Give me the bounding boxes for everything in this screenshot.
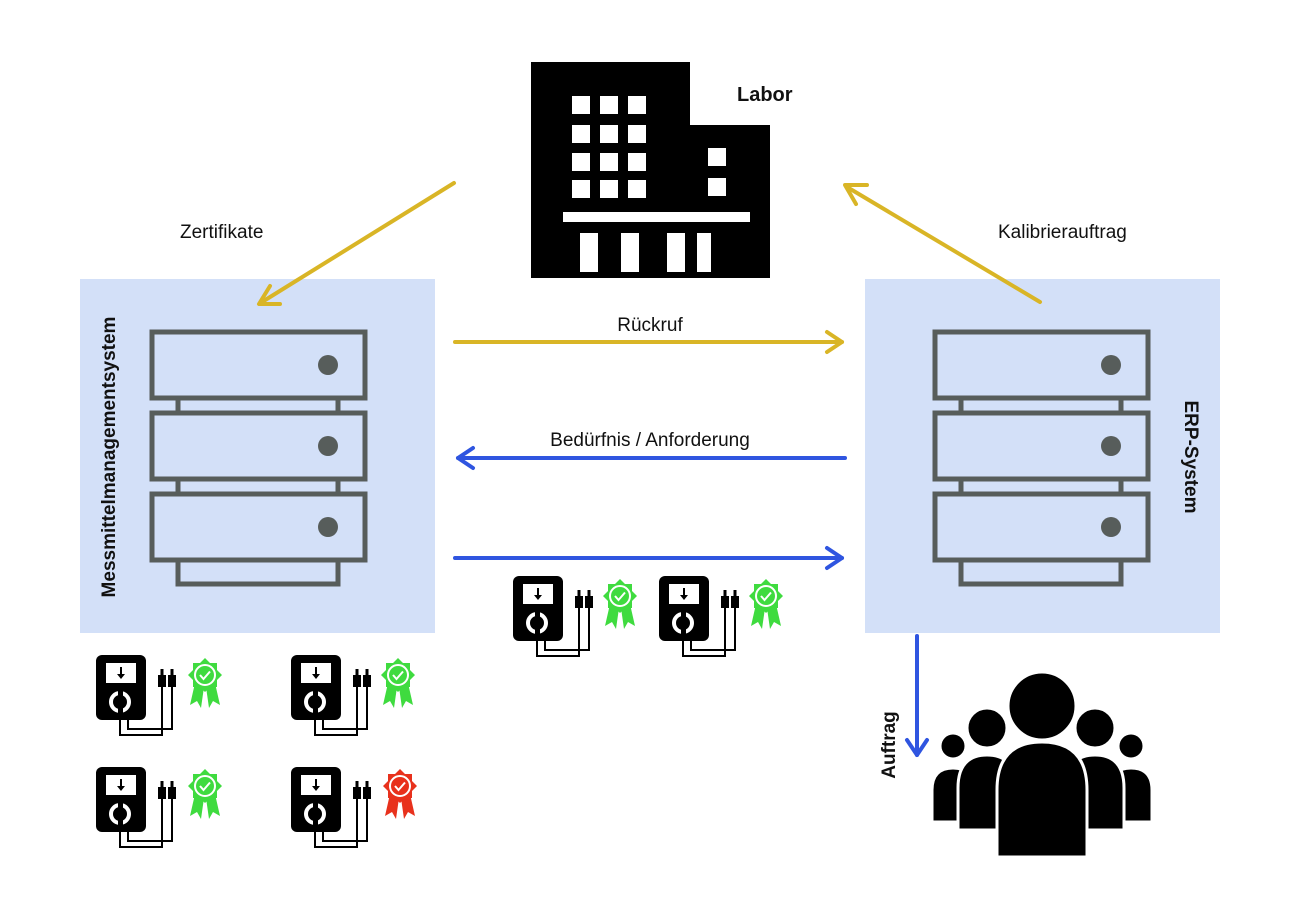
labor-label: Labor [737,84,793,106]
rueckruf-arrow [453,330,844,354]
mms-badge-2-icon [380,657,416,709]
mms-meter-3-icon [94,765,178,849]
transfer-badge-1-icon [602,578,638,630]
mms-badge-3-icon [187,768,223,820]
mms-meter-1-icon [94,653,178,737]
auftrag-arrow [905,634,929,757]
beduerfnis-arrow [456,446,847,470]
transfer-arrow [453,546,844,570]
rueckruf-label: Rückruf [617,315,683,336]
people-group-icon [930,670,1154,859]
building-icon [531,62,770,278]
mms-meter-2-icon [289,653,373,737]
transfer-meter-1-icon [511,574,595,658]
zertifikate-label: Zertifikate [180,222,263,243]
mms-badge-1-icon [187,657,223,709]
zertifikate-arrow [257,181,456,306]
erp-label: ERP-System [1180,401,1201,514]
erp-server-icon [935,332,1148,584]
beduerfnis-label: Bedürfnis / Anforderung [550,430,750,451]
transfer-meter-2-icon [657,574,741,658]
transfer-badge-2-icon [748,578,784,630]
kalibrierauftrag-arrow [843,183,1042,304]
kalibrierauftrag-label: Kalibrierauftrag [998,222,1127,243]
mms-badge-4-icon [382,768,418,820]
mms-label: Messmittelmanagementsystem [99,317,120,598]
mms-server-icon [152,332,365,584]
auftrag-label: Auftrag [879,711,900,779]
mms-meter-4-icon [289,765,373,849]
